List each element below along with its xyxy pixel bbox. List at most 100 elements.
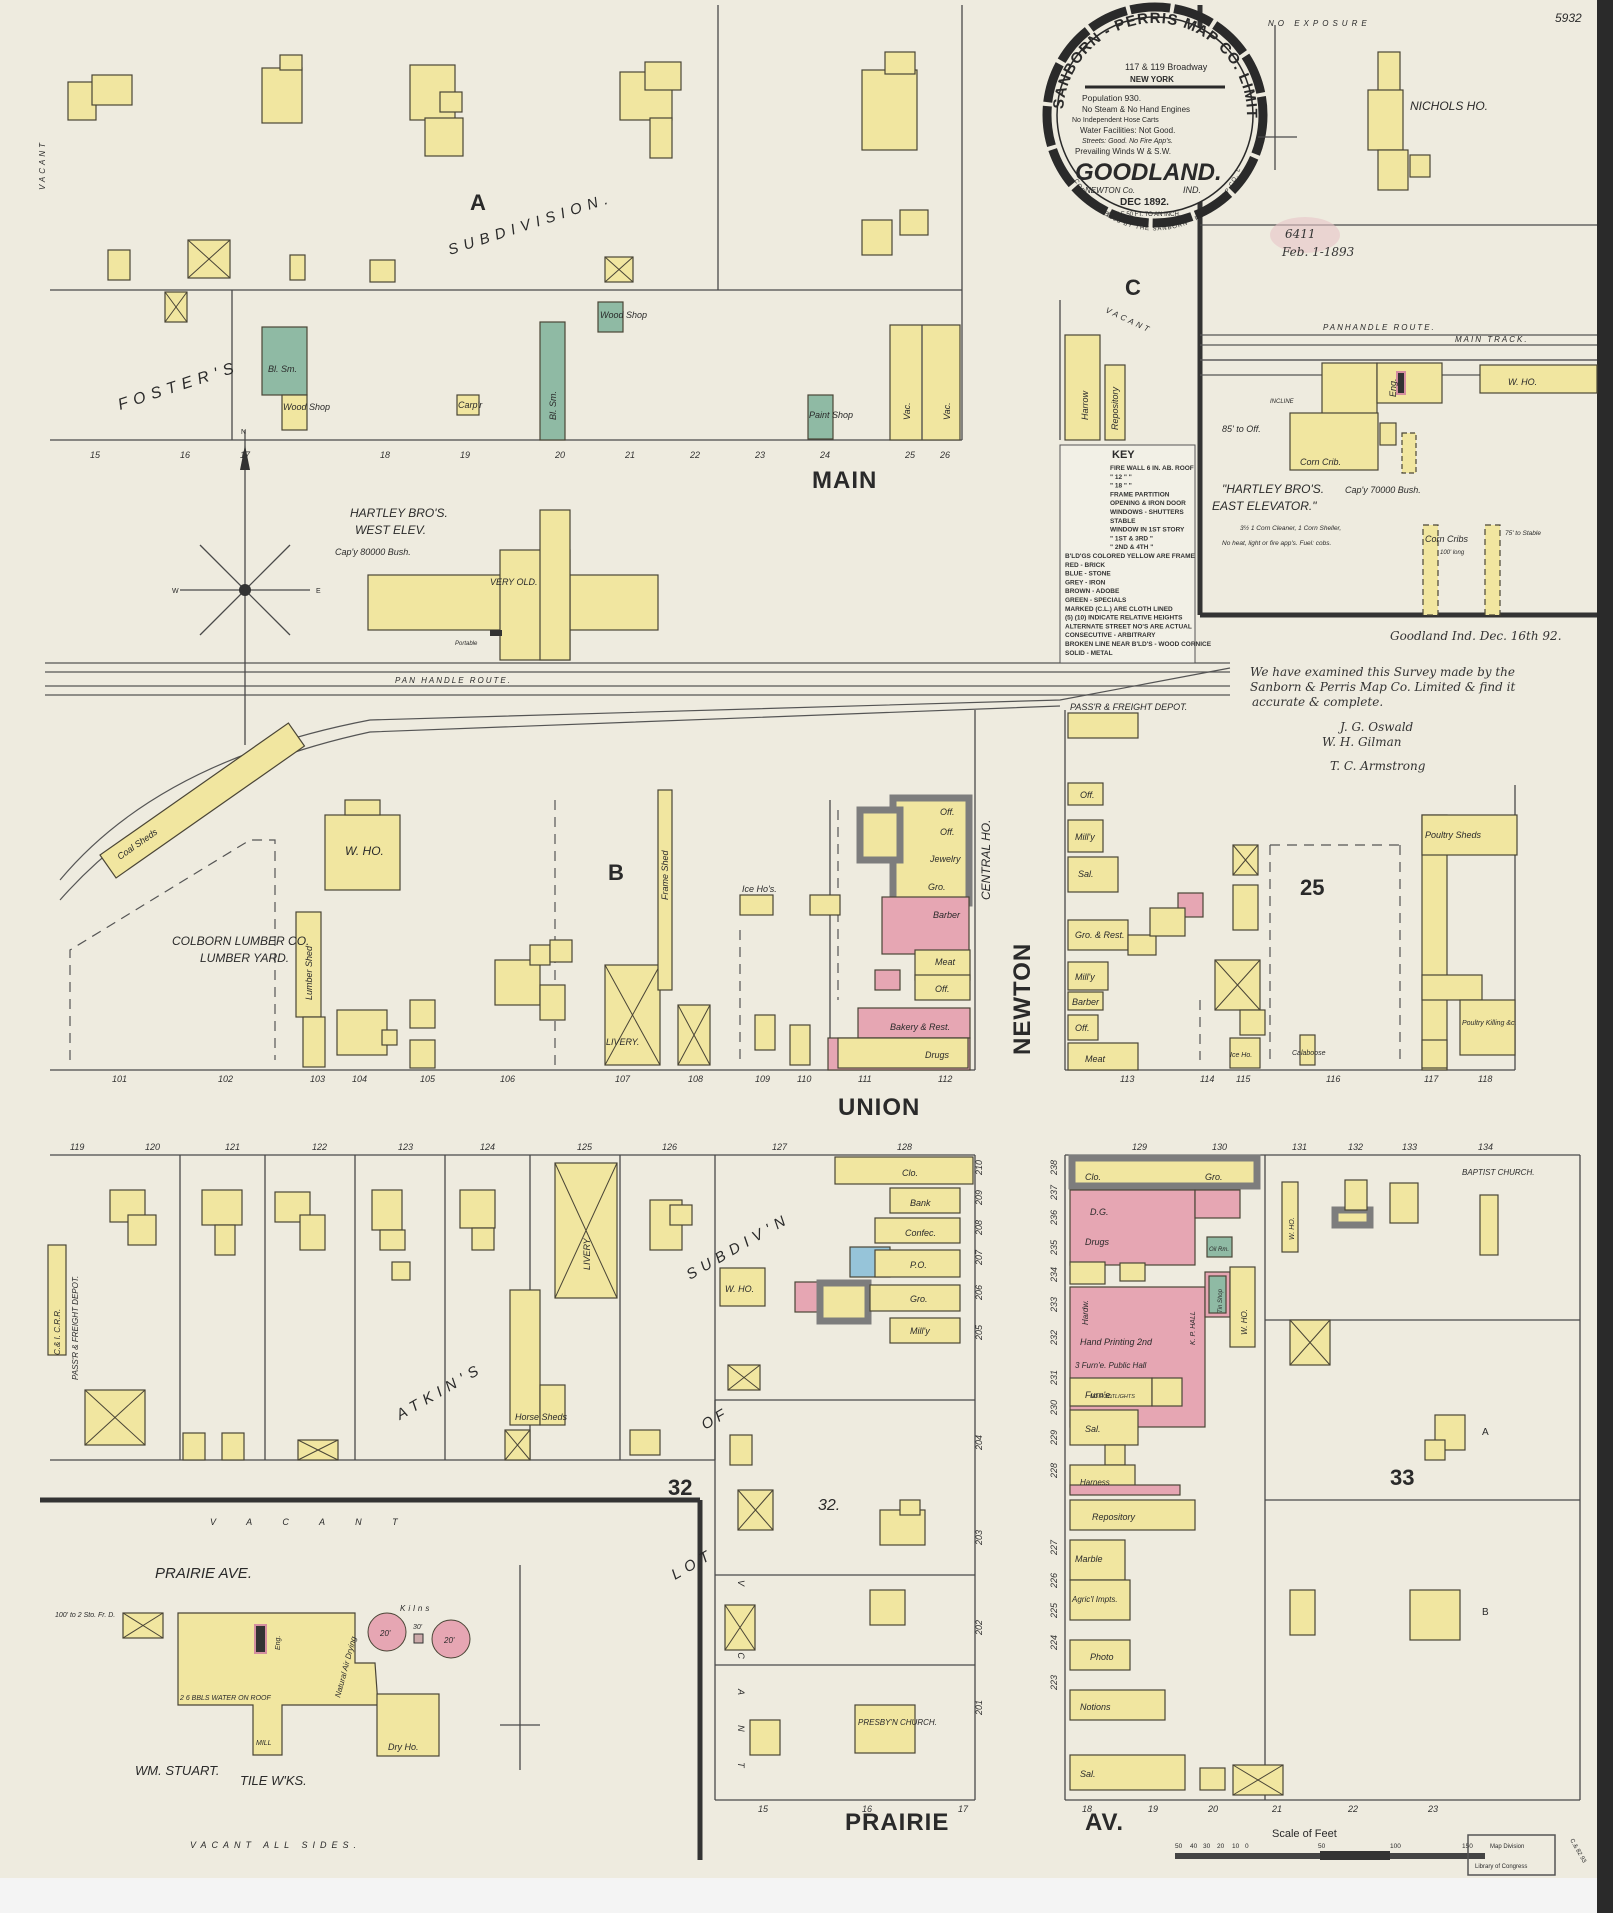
block-lines	[40, 5, 1597, 1860]
lot-number: 114	[1200, 1074, 1214, 1084]
drugs-33-label: Drugs	[1085, 1237, 1110, 1247]
west-elev-label: WEST ELEV.	[355, 523, 426, 537]
poultry-sheds-label: Poultry Sheds	[1425, 830, 1482, 840]
lot-number: 225	[1049, 1602, 1059, 1619]
notions-label: Notions	[1080, 1702, 1111, 1712]
meat-25-label: Meat	[1085, 1054, 1106, 1064]
cert-place-date: Goodland Ind. Dec. 16th 92.	[1390, 629, 1562, 643]
east-note-1: 3½ 1 Corn Cleaner, 1 Corn Sheller,	[1240, 524, 1341, 532]
cert-line-3: accurate & complete.	[1252, 695, 1383, 709]
lot-number: 20	[1207, 1804, 1218, 1814]
hand-printing-label: Hand Printing 2nd	[1080, 1337, 1153, 1347]
seal-water: Water Facilities: Not Good.	[1080, 126, 1175, 135]
lot-number: 133	[1402, 1142, 1417, 1152]
block-32-lot: 32.	[818, 1497, 840, 1514]
key-line: MARKED (C.L.) ARE CLOTH LINED	[1065, 606, 1173, 613]
lot-number: 131	[1292, 1142, 1307, 1152]
block-32-buildings	[47, 1156, 974, 1756]
lot-number: 228	[1049, 1463, 1059, 1479]
lot-number: 129	[1132, 1142, 1147, 1152]
portable-label: Portable	[455, 641, 478, 647]
repository-label: Repository	[1092, 1512, 1136, 1522]
colborn-label: COLBORN LUMBER CO.	[172, 934, 309, 948]
seal-winds: Prevailing Winds W & S.W.	[1075, 147, 1171, 156]
block-b: B	[608, 860, 624, 885]
who-33b-label: W. HO.	[1289, 1217, 1296, 1240]
scale-tick: 0	[1245, 1843, 1249, 1850]
street-prairie-ave: PRAIRIE AVE.	[155, 1565, 252, 1582]
repository-building	[1104, 364, 1126, 441]
seal-scale: SCALE 50 FT. TO AN INCH.	[1105, 212, 1181, 218]
street-main: MAIN	[812, 467, 877, 494]
lot-number: 109	[755, 1074, 770, 1084]
lot-number: 116	[1326, 1074, 1340, 1084]
bakery-label: Bakery & Rest.	[890, 1022, 950, 1032]
vacant-middle: V A C A N T	[210, 1517, 412, 1527]
sheet-number: 5932	[1555, 11, 1582, 25]
horse-sheds-label: Horse Sheds	[515, 1412, 568, 1422]
lot-number: 232	[1049, 1330, 1059, 1346]
scale-title: Scale of Feet	[1272, 1828, 1337, 1840]
milly-25-label: Mill'y	[1075, 832, 1095, 842]
key-line: WINDOW IN 1ST STORY	[1110, 527, 1185, 534]
lot-number: 117	[1424, 1074, 1439, 1084]
seal-engines: No Steam & No Hand Engines	[1082, 105, 1190, 114]
lot-number: 24	[819, 450, 830, 460]
lot-number: 16	[180, 450, 190, 460]
map-key: KEY FIRE WALL 6 IN. AB. ROOF" 12 " "" 18…	[1059, 444, 1212, 664]
vacant-all-sides: VACANT ALL SIDES.	[190, 1840, 361, 1850]
key-line: RED - BRICK	[1065, 562, 1105, 569]
key-line: " 12 " "	[1110, 474, 1132, 481]
lot-number: 107	[615, 1074, 631, 1084]
confec-label: Confec.	[905, 1228, 936, 1238]
block-33-buildings	[1068, 1154, 1499, 1796]
tin-shop-label: Tin Shop	[1218, 1288, 1224, 1313]
sal-33-label: Sal.	[1085, 1424, 1101, 1434]
lot-number: 19	[460, 450, 470, 460]
lot-number: 226	[1049, 1573, 1059, 1589]
gro-b-label: Gro.	[928, 882, 946, 892]
lot-number: 113	[1120, 1074, 1134, 1084]
key-line: B'LD'GS COLORED YELLOW ARE FRAME	[1065, 553, 1196, 560]
bl-sm-label-1: Bl. Sm.	[268, 364, 297, 374]
harrow-label: Harrow	[1080, 390, 1090, 420]
lot-number: 203	[974, 1530, 984, 1546]
lot-number: 18	[380, 450, 390, 460]
lot-number: 201	[974, 1700, 984, 1716]
who-33-label: W. HO.	[1240, 1309, 1249, 1335]
repository-c-label: Repository	[1110, 386, 1120, 430]
lot-number: 233	[1049, 1297, 1059, 1313]
key-line: CONSECUTIVE - ARBITRARY	[1065, 632, 1156, 639]
right-edge	[1597, 0, 1613, 1913]
lot-number: 227	[1049, 1539, 1059, 1556]
sal-25-label: Sal.	[1078, 869, 1094, 879]
side-b: B	[1482, 1607, 1489, 1618]
lot-number: 208	[974, 1220, 984, 1236]
wood-shop-label-2: Wood Shop	[600, 310, 647, 320]
block-25: 25	[1300, 875, 1324, 900]
dg-label: D.G.	[1090, 1207, 1109, 1217]
lot-number: 125	[577, 1142, 593, 1152]
to-stable-label: 75' to Stable	[1505, 530, 1541, 537]
hartley-west-label: HARTLEY BRO'S.	[350, 506, 448, 520]
scale-tick: 10	[1232, 1843, 1240, 1850]
nichols-house	[1367, 51, 1431, 191]
eng-tile-label: Eng.	[275, 1636, 282, 1650]
photo-label: Photo	[1090, 1652, 1114, 1662]
cirr-label: C.& I. C.R.R.	[53, 1309, 62, 1355]
lot-number: 127	[772, 1142, 788, 1152]
handwritten-date: Feb. 1-1893	[1281, 245, 1355, 259]
lot-number: 15	[90, 450, 101, 460]
hartley-east-label: "HARTLEY BRO'S.	[1222, 482, 1324, 496]
key-line: GREEN - SPECIALS	[1065, 597, 1127, 604]
poultry-killing-label: Poultry Killing &c.	[1462, 1020, 1517, 1027]
sal-d-label: Sal.	[1080, 1769, 1096, 1779]
east-note-2: No heat, light or fire app's. Fuel: cobs…	[1222, 540, 1331, 547]
livery-s-label: LIVERY.	[582, 1237, 592, 1270]
lot-number: 21	[624, 450, 635, 460]
off-label-2: Off.	[940, 827, 955, 837]
lot-number: 101	[112, 1074, 127, 1084]
agricl-label: Agric'l Impts.	[1071, 1595, 1118, 1604]
lot-number: 16	[862, 1804, 872, 1814]
frame-shed-label: Frame Shed	[660, 849, 670, 900]
